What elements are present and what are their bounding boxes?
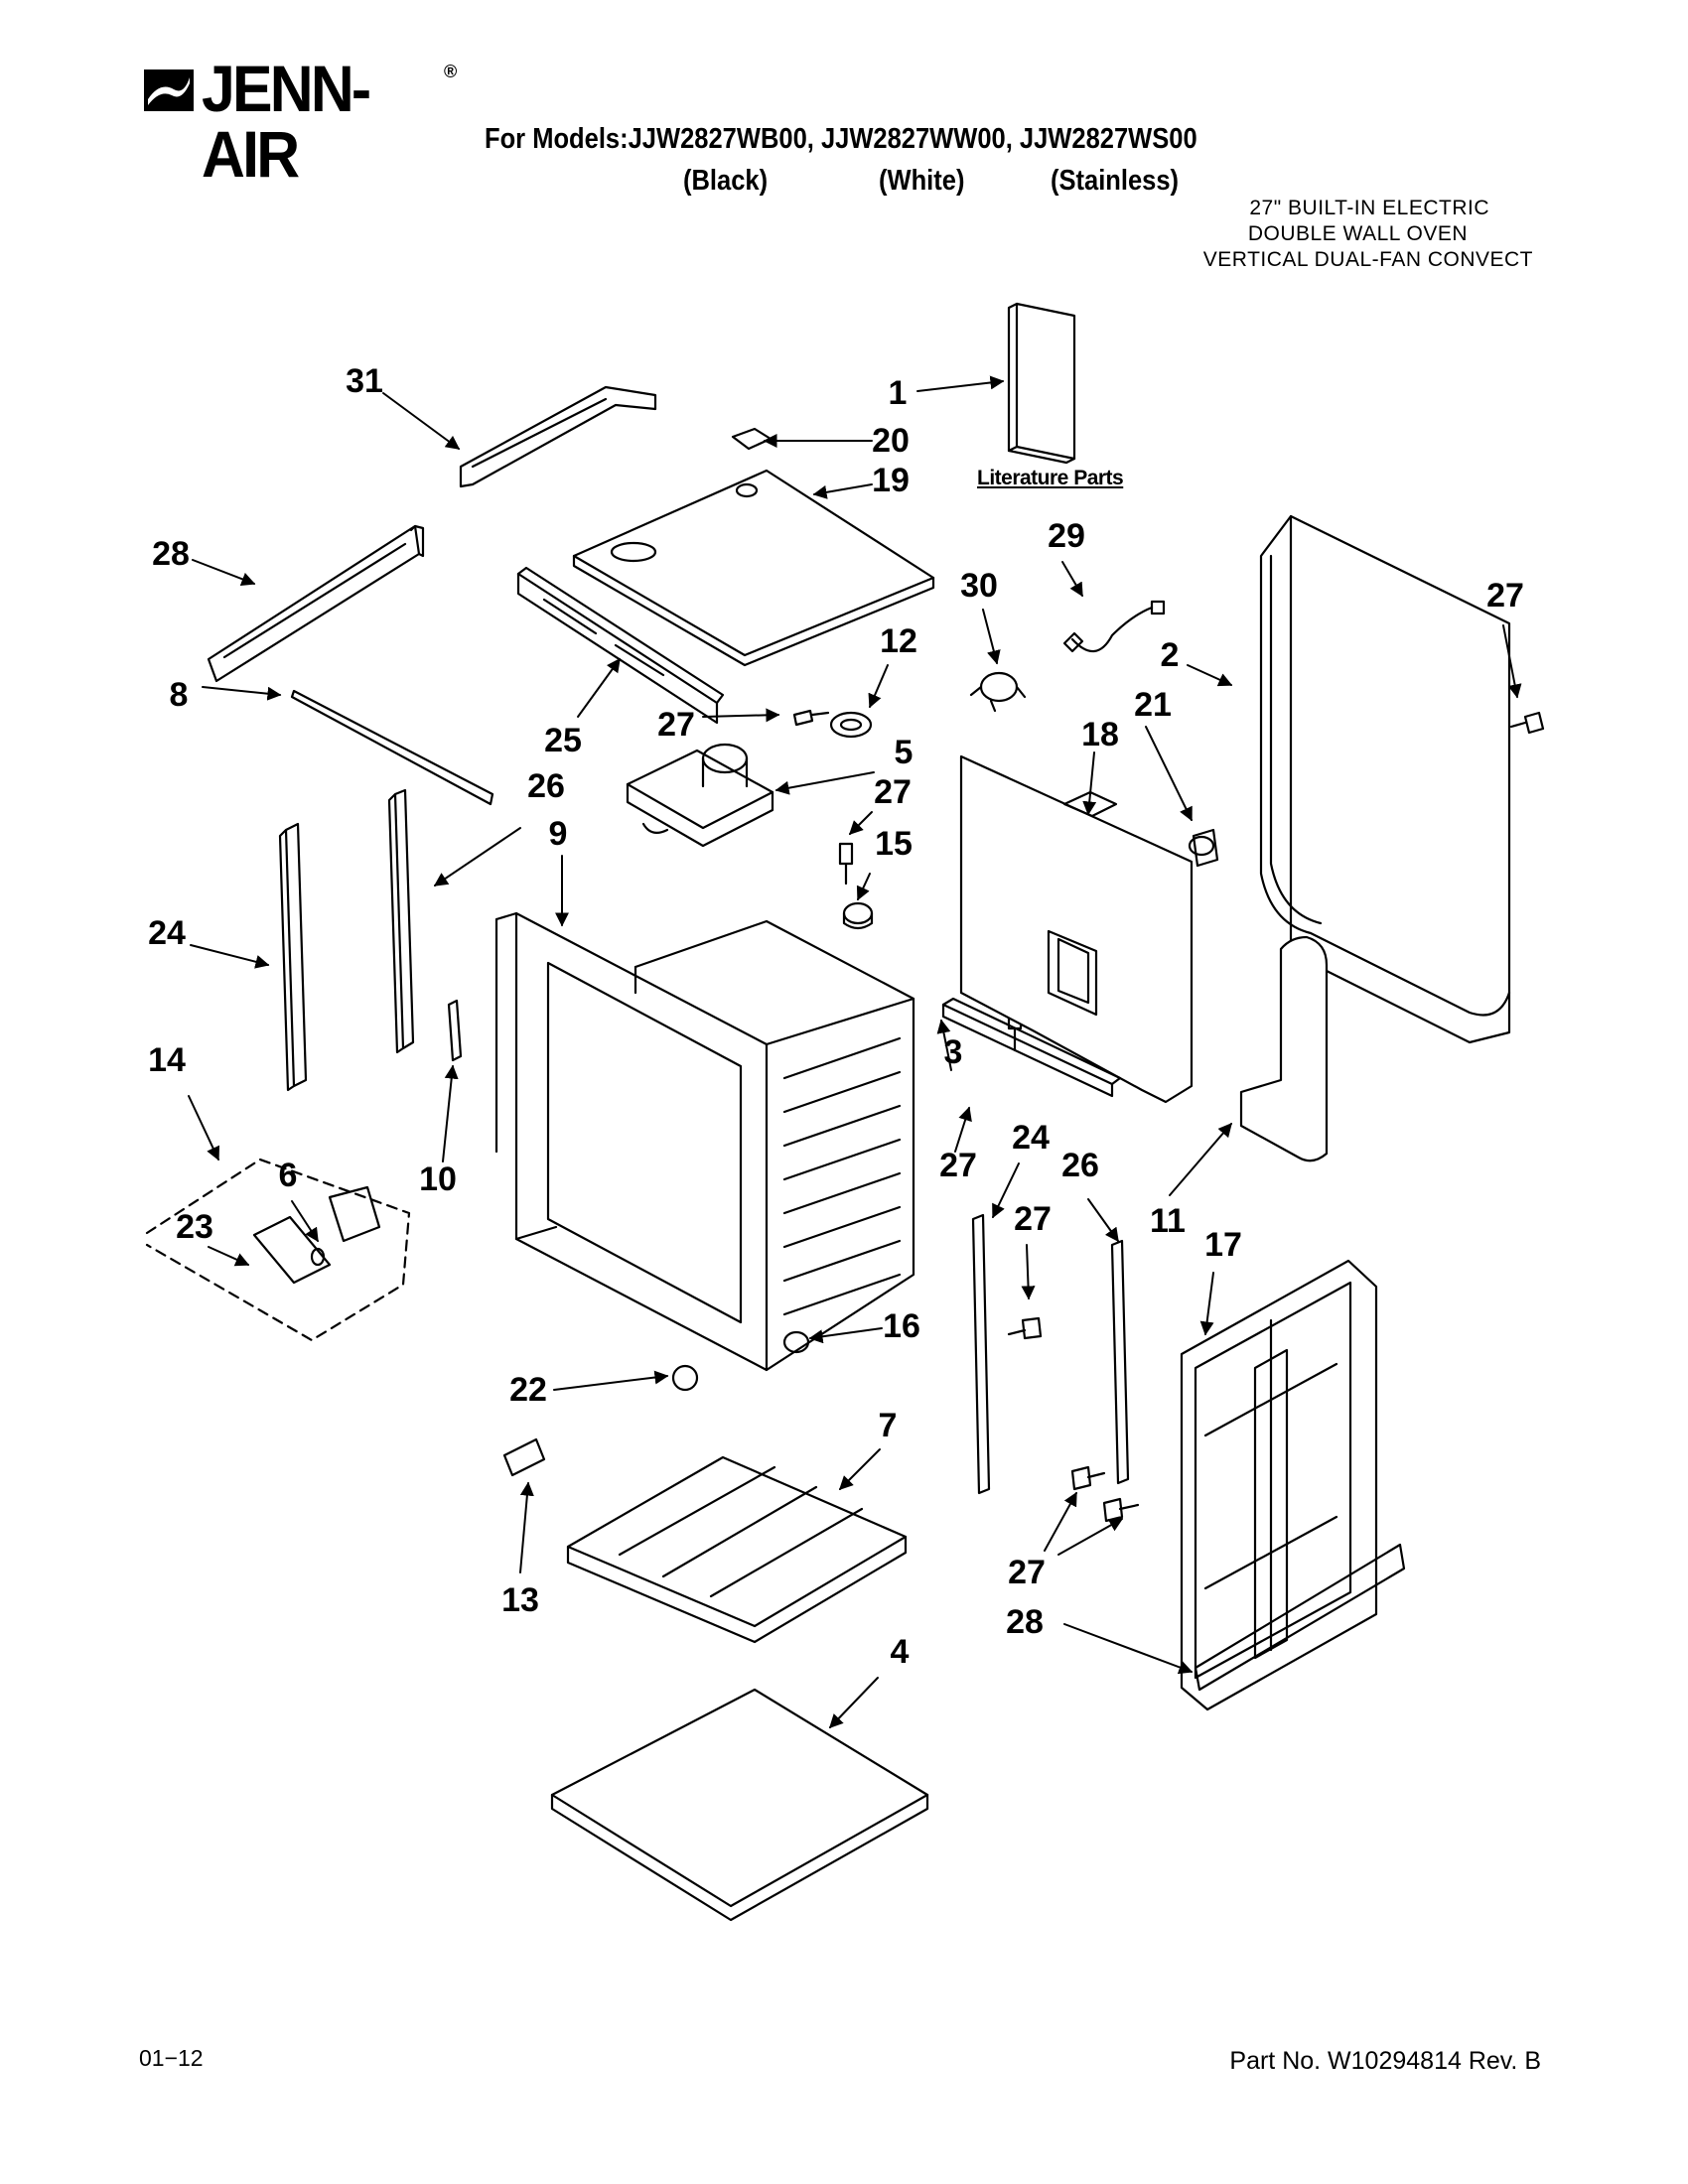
description-line-1: 27" BUILT-IN ELECTRIC xyxy=(1249,197,1489,219)
part-oven-cavity xyxy=(494,911,915,1372)
callout-28-top: 28 xyxy=(152,535,190,573)
callout-14: 14 xyxy=(148,1041,186,1079)
callout-4: 4 xyxy=(890,1633,910,1671)
part-small-bracket xyxy=(447,999,463,1062)
callout-20: 20 xyxy=(872,422,910,460)
callout-9: 9 xyxy=(548,815,568,853)
part-plug xyxy=(671,1364,699,1392)
callout-22: 22 xyxy=(509,1371,547,1409)
part-fan-motor xyxy=(626,743,774,848)
part-screws xyxy=(792,709,1545,1523)
callout-3: 3 xyxy=(943,1033,963,1071)
callout-24-left: 24 xyxy=(148,914,186,952)
part-vertical-rail-left-a xyxy=(387,788,415,1054)
description-line-3: VERTICAL DUAL-FAN CONVECT xyxy=(1202,248,1533,271)
color-black: (Black) xyxy=(683,165,769,197)
part-door-panel xyxy=(1180,1259,1378,1711)
part-group-14 xyxy=(145,1158,411,1342)
callout-21: 21 xyxy=(1134,686,1172,724)
part-top-rail xyxy=(459,385,657,488)
part-right-rail xyxy=(1194,1543,1406,1692)
callout-19: 19 xyxy=(872,462,910,499)
part-limiter xyxy=(969,671,1027,713)
part-vertical-rail-right-b xyxy=(1110,1239,1130,1485)
callout-2: 2 xyxy=(1160,636,1180,674)
part-literature-booklet xyxy=(1007,302,1076,465)
part-small-plate xyxy=(731,427,773,451)
callout-27-brace: 27 xyxy=(939,1147,977,1184)
callout-31: 31 xyxy=(346,362,383,400)
models-heading: For Models:JJW2827WB00, JJW2827WW00, JJW… xyxy=(485,123,1197,155)
callout-15: 15 xyxy=(875,825,913,863)
part-number: Part No. W10294814 Rev. B xyxy=(1229,2047,1541,2075)
part-brace xyxy=(941,997,1122,1098)
part-lamp xyxy=(782,1330,810,1354)
part-bar xyxy=(290,689,494,806)
color-white: (White) xyxy=(879,165,965,197)
date-code: 01−12 xyxy=(139,2045,204,2071)
color-stainless: (Stainless) xyxy=(1051,165,1180,197)
callout-leader-lines xyxy=(188,375,1522,1729)
callout-17: 17 xyxy=(1204,1226,1242,1264)
callout-26-right: 26 xyxy=(1061,1147,1099,1184)
callout-7: 7 xyxy=(878,1407,898,1444)
callout-26-left: 26 xyxy=(527,767,565,805)
part-top-panel xyxy=(572,469,935,667)
registered-mark: ® xyxy=(444,62,458,81)
literature-parts-label: Literature Parts xyxy=(977,467,1124,489)
callout-27-fan: 27 xyxy=(657,706,695,744)
part-switch xyxy=(502,1437,546,1477)
part-left-rail xyxy=(207,524,425,683)
description-line-2: DOUBLE WALL OVEN xyxy=(1247,222,1468,245)
callout-27-rail: 27 xyxy=(1014,1200,1052,1238)
part-sensor xyxy=(1188,828,1219,868)
callout-27-socket: 27 xyxy=(874,773,912,811)
part-light-socket xyxy=(842,901,874,930)
callout-25: 25 xyxy=(544,722,582,759)
callout-27-side: 27 xyxy=(1486,577,1524,614)
callout-10: 10 xyxy=(419,1160,457,1198)
callout-18: 18 xyxy=(1081,716,1119,753)
part-vertical-rail-right-a xyxy=(971,1213,991,1495)
callout-12: 12 xyxy=(880,622,917,660)
brand-name: JENN-AIR xyxy=(202,52,371,191)
part-fan-blade xyxy=(829,711,873,739)
part-bottom-panel xyxy=(566,1455,908,1644)
part-base-panel xyxy=(550,1688,929,1922)
callout-16: 16 xyxy=(883,1307,920,1345)
callout-6: 6 xyxy=(278,1157,298,1194)
callout-1: 1 xyxy=(888,374,908,412)
callout-28-bottom: 28 xyxy=(1006,1603,1044,1641)
callout-23: 23 xyxy=(176,1208,213,1246)
part-side-panel xyxy=(1259,514,1511,1044)
callout-8: 8 xyxy=(169,676,189,714)
part-rear-panel xyxy=(959,754,1194,1104)
callout-13: 13 xyxy=(501,1581,539,1619)
callout-24-right: 24 xyxy=(1012,1119,1050,1157)
callout-29: 29 xyxy=(1048,517,1085,555)
callout-5: 5 xyxy=(894,734,914,771)
callout-30: 30 xyxy=(960,567,998,605)
callout-11: 11 xyxy=(1150,1202,1186,1240)
part-vertical-rail-left-b xyxy=(278,822,308,1092)
jenn-air-logo-mark-icon xyxy=(144,69,194,111)
callout-27-door: 27 xyxy=(1008,1554,1046,1591)
part-wire-harness xyxy=(1062,600,1166,653)
jenn-air-logo: JENN-AIR ® xyxy=(144,56,472,187)
part-shield xyxy=(1239,935,1329,1162)
